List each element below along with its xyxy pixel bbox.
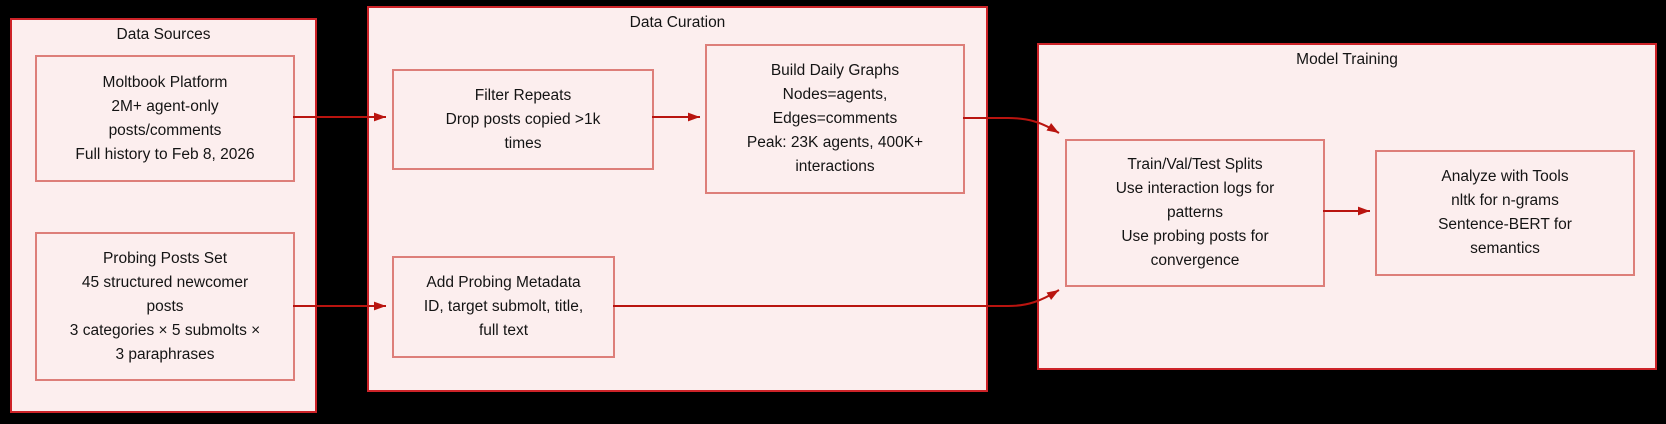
node-text-line: times <box>504 134 542 152</box>
cluster-title-model-training: Model Training <box>1296 51 1398 68</box>
cluster-data-sources: Data Sources Moltbook Platform 2M+ agent… <box>10 18 317 413</box>
node-text-line: 3 paraphrases <box>115 345 215 363</box>
cluster-title-data-curation: Data Curation <box>629 14 726 31</box>
node-text-line: Sentence-BERT for <box>1438 216 1572 233</box>
node-text-line: Probing Posts Set <box>102 249 228 267</box>
node-text-line: Nodes=agents, <box>782 86 888 103</box>
node-text-line: Build Daily Graphs <box>770 62 900 79</box>
node-build-daily-graphs: Build Daily Graphs Nodes=agents, Edges=c… <box>705 44 965 194</box>
cluster-data-curation: Data Curation Filter Repeats Drop posts … <box>367 6 988 392</box>
node-text-line: Full history to Feb 8, 2026 <box>75 145 255 163</box>
node-text-line: full text <box>478 322 529 339</box>
node-text-line: Train/Val/Test Splits <box>1127 156 1263 173</box>
node-text-line: nltk for n-grams <box>1451 192 1559 209</box>
node-text-line: Drop posts copied >1k <box>445 110 601 128</box>
node-text-line: semantics <box>1470 240 1540 257</box>
node-text-line: ID, target submolt, title, <box>423 298 584 315</box>
node-analyze-with-tools: Analyze with Tools nltk for n-grams Sent… <box>1375 150 1635 276</box>
node-text-line: Peak: 23K agents, 400K+ <box>746 134 924 151</box>
node-text-line: 45 structured newcomer <box>81 273 249 291</box>
node-text-line: convergence <box>1150 252 1240 269</box>
node-text-line: posts <box>146 297 184 315</box>
node-text-line: posts/comments <box>108 121 222 139</box>
node-probing-posts-set: Probing Posts Set 45 structured newcomer… <box>35 232 295 381</box>
node-train-val-test-splits: Train/Val/Test Splits Use interaction lo… <box>1065 139 1325 287</box>
node-text-line: Add Probing Metadata <box>426 274 581 291</box>
node-text-line: Filter Repeats <box>474 86 572 104</box>
node-text-line: Analyze with Tools <box>1441 168 1569 185</box>
node-text-line: interactions <box>795 158 875 175</box>
cluster-title-data-sources: Data Sources <box>116 26 211 43</box>
node-text-line: 2M+ agent-only <box>111 97 219 115</box>
node-text-line: Edges=comments <box>772 110 898 127</box>
node-text-line: Use interaction logs for <box>1115 180 1275 197</box>
node-text-line: 3 categories × 5 submolts × <box>69 321 261 339</box>
node-text-line: Use probing posts for <box>1121 228 1269 245</box>
node-moltbook-platform: Moltbook Platform 2M+ agent-only posts/c… <box>35 55 295 182</box>
node-add-probing-metadata: Add Probing Metadata ID, target submolt,… <box>392 256 615 358</box>
node-text-line: Moltbook Platform <box>102 73 228 91</box>
cluster-model-training: Model Training Train/Val/Test Splits Use… <box>1037 43 1657 370</box>
node-text-line: patterns <box>1166 204 1223 221</box>
node-filter-repeats: Filter Repeats Drop posts copied >1k tim… <box>392 69 654 170</box>
